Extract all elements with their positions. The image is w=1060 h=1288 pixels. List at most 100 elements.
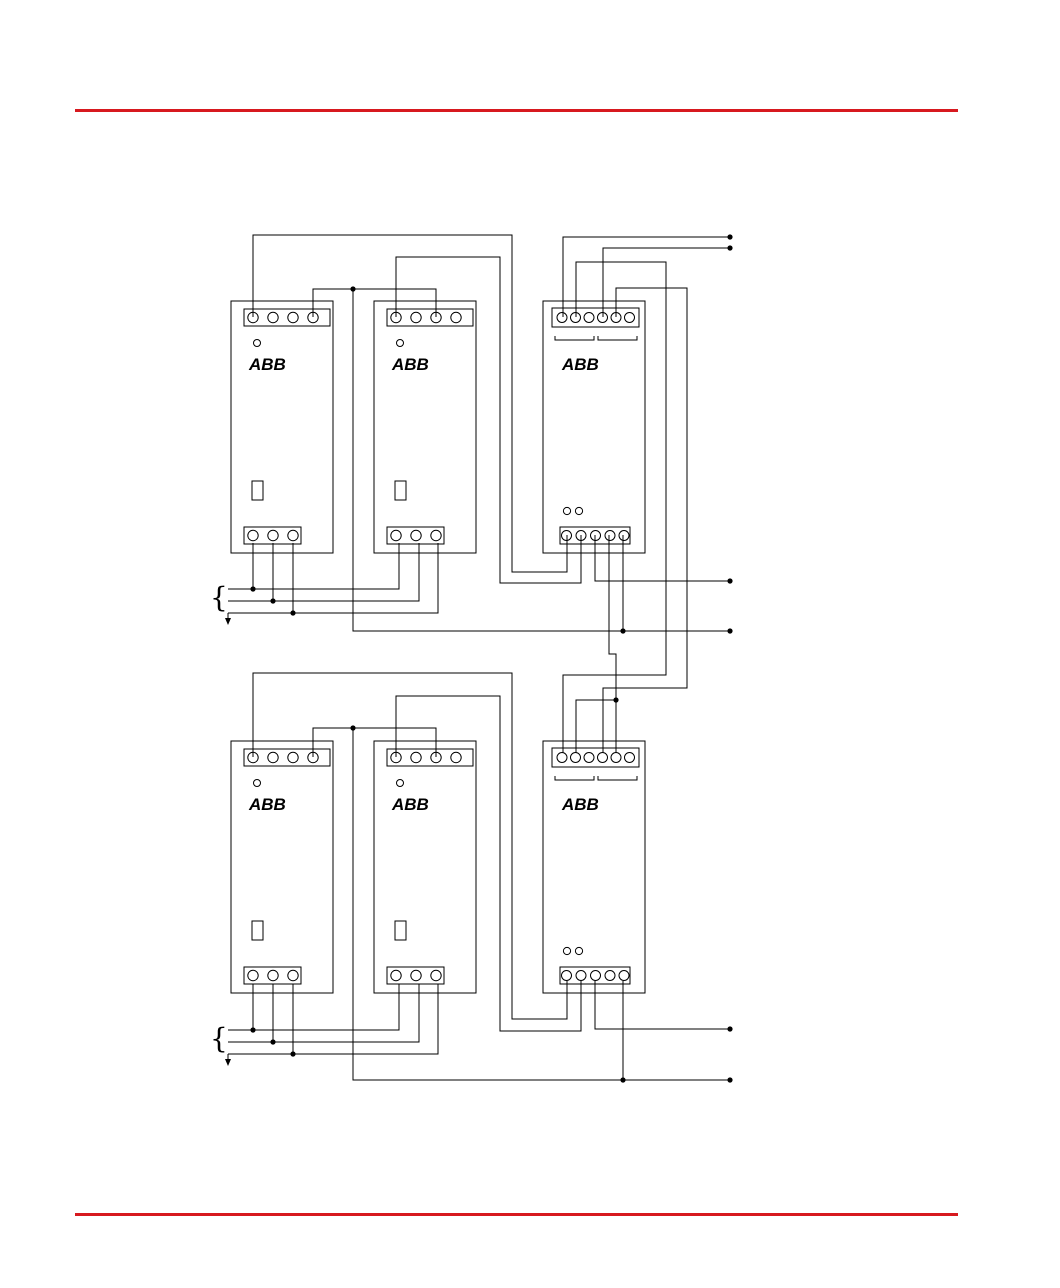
terminal-screw-icon bbox=[584, 313, 594, 323]
wire bbox=[228, 543, 399, 589]
mains-input: { bbox=[210, 984, 438, 1066]
junction-dot bbox=[727, 234, 732, 239]
lower-group: ABB ABB ABB { bbox=[210, 673, 733, 1083]
input-bracket bbox=[555, 776, 594, 780]
terminal-screw-icon bbox=[584, 753, 594, 763]
junction-dot bbox=[727, 245, 732, 250]
junction-dot bbox=[727, 1026, 732, 1031]
power-supply-module: ABB bbox=[374, 301, 476, 553]
led-icon bbox=[254, 340, 261, 347]
power-supply-module: ABB bbox=[231, 741, 333, 993]
terminal-screw-icon bbox=[288, 970, 298, 980]
terminal-screw-icon bbox=[288, 312, 298, 322]
wire bbox=[253, 235, 567, 572]
module-body bbox=[374, 301, 476, 553]
mains-input: { bbox=[210, 543, 438, 625]
adjust-potentiometer bbox=[252, 481, 263, 500]
wire bbox=[353, 728, 730, 1080]
terminal-screw-icon bbox=[288, 752, 298, 762]
wire bbox=[609, 535, 616, 757]
adjust-potentiometer bbox=[252, 921, 263, 940]
abb-logo: ABB bbox=[561, 355, 599, 374]
power-supply-module: ABB bbox=[231, 301, 333, 553]
brace-icon: { bbox=[210, 1022, 228, 1055]
junction-dot bbox=[290, 1051, 295, 1056]
terminal-screw-icon bbox=[411, 530, 421, 540]
ground-arrow-icon bbox=[225, 1059, 231, 1066]
terminal-screw-icon bbox=[268, 530, 278, 540]
terminal-screw-icon bbox=[411, 752, 421, 762]
terminal-screw-icon bbox=[571, 753, 581, 763]
led-icon bbox=[397, 780, 404, 787]
input-bracket bbox=[598, 776, 637, 780]
wire bbox=[595, 535, 730, 581]
ground-arrow-icon bbox=[225, 618, 231, 625]
abb-logo: ABB bbox=[248, 795, 286, 814]
terminal-screw-icon bbox=[557, 753, 567, 763]
terminal-screw-icon bbox=[562, 971, 572, 981]
led-icon bbox=[397, 340, 404, 347]
wire bbox=[353, 289, 730, 631]
wire bbox=[228, 543, 419, 601]
abb-logo: ABB bbox=[561, 795, 599, 814]
brace-icon: { bbox=[210, 581, 228, 614]
terminal-screw-icon bbox=[619, 531, 629, 541]
terminal-screw-icon bbox=[288, 530, 298, 540]
junction-dot bbox=[290, 610, 295, 615]
junction-dot bbox=[727, 578, 732, 583]
junction-dot bbox=[727, 1077, 732, 1082]
terminal-screw-icon bbox=[576, 971, 586, 981]
terminal-screw-icon bbox=[625, 313, 635, 323]
terminal-screw-icon bbox=[605, 531, 615, 541]
input-bracket bbox=[598, 336, 637, 340]
led-icon bbox=[563, 507, 570, 514]
terminal-screw-icon bbox=[268, 970, 278, 980]
terminal-screw-icon bbox=[411, 312, 421, 322]
terminal-screw-icon bbox=[268, 752, 278, 762]
power-supply-module: ABB bbox=[374, 741, 476, 993]
junction-dot bbox=[250, 1027, 255, 1032]
terminal-screw-icon bbox=[591, 971, 601, 981]
terminal-screw-icon bbox=[411, 970, 421, 980]
terminal-screw-icon bbox=[391, 970, 401, 980]
abb-logo: ABB bbox=[391, 795, 429, 814]
terminal-screw-icon bbox=[248, 970, 258, 980]
terminal-screw-icon bbox=[611, 753, 621, 763]
abb-logo: ABB bbox=[248, 355, 286, 374]
terminal-screw-icon bbox=[431, 970, 441, 980]
led-icon bbox=[254, 780, 261, 787]
adjust-potentiometer bbox=[395, 921, 406, 940]
junction-dot bbox=[250, 586, 255, 591]
module-body bbox=[231, 741, 333, 993]
terminal-screw-icon bbox=[625, 753, 635, 763]
terminal-screw-icon bbox=[268, 312, 278, 322]
wire bbox=[563, 237, 730, 317]
wire bbox=[228, 984, 438, 1054]
upper-group: ABB ABB ABB { bbox=[210, 234, 733, 757]
junction-dot bbox=[620, 628, 625, 633]
terminal-screw-icon bbox=[451, 752, 461, 762]
module-body bbox=[374, 741, 476, 993]
terminal-screw-icon bbox=[557, 313, 567, 323]
redundancy-module: ABB bbox=[543, 301, 645, 553]
led-icon bbox=[563, 947, 570, 954]
terminal-screw-icon bbox=[431, 530, 441, 540]
junction-dot bbox=[270, 1039, 275, 1044]
wire bbox=[228, 984, 399, 1030]
junction-dot bbox=[620, 1077, 625, 1082]
module-body bbox=[231, 301, 333, 553]
terminal-screw-icon bbox=[619, 971, 629, 981]
junction-dot bbox=[270, 598, 275, 603]
abb-logo: ABB bbox=[391, 355, 429, 374]
wire bbox=[396, 257, 581, 583]
terminal-screw-icon bbox=[451, 312, 461, 322]
adjust-potentiometer bbox=[395, 481, 406, 500]
terminal-screw-icon bbox=[605, 971, 615, 981]
terminal-screw-icon bbox=[248, 530, 258, 540]
wire bbox=[595, 981, 730, 1029]
wire bbox=[396, 696, 581, 1031]
led-icon bbox=[575, 507, 582, 514]
input-bracket bbox=[555, 336, 594, 340]
junction-dot bbox=[727, 628, 732, 633]
